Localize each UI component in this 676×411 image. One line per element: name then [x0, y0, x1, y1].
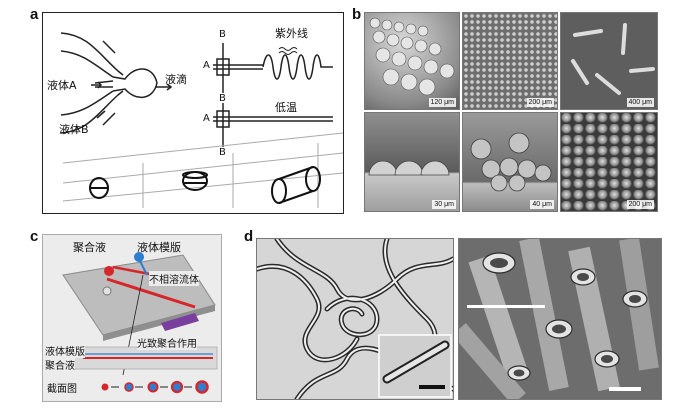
scale-bar-2: 200 μm: [526, 98, 554, 107]
droplet-label: 液滴: [165, 73, 187, 86]
liquid-template-label: 液体模版: [137, 241, 181, 254]
panel-d-label: d: [244, 228, 254, 245]
cross-section-label: 截面图: [47, 384, 77, 395]
axis-b-bottom-2: B: [219, 147, 226, 158]
sem-hexagonal-array: 200 μm: [462, 12, 558, 110]
axis-a-top: A: [203, 60, 210, 71]
axis-a-bottom: A: [203, 113, 210, 124]
panel-c-device: [46, 252, 218, 394]
tube-bundle: [459, 239, 659, 399]
panel-a-label: a: [30, 6, 39, 23]
panel-a-schematic: [60, 32, 343, 208]
liquid-a-label: 液体A: [47, 79, 77, 92]
sem-rods-shapes: [571, 23, 655, 95]
scale-bar-3: 400 μm: [626, 98, 654, 107]
fiber-loops: [257, 239, 453, 399]
micrograph-tangled-fibers: [256, 238, 454, 400]
panel-b-label: b: [352, 6, 362, 23]
sem-hemispheres: 30 μm: [364, 112, 460, 212]
sem-spheres-1: [369, 17, 455, 96]
immiscible-fluid-label: 不相溶流体: [149, 271, 199, 286]
axis-b-top-1: B: [219, 29, 226, 40]
scale-bar-5: 40 μm: [530, 200, 554, 209]
panel-b: 120 μm 200 μm 400 μm 30 μm: [364, 12, 658, 212]
liquid-b-label: 液体B: [59, 123, 89, 136]
sem-cluster-shapes: [470, 132, 552, 192]
polymer-liquid-label-2: 聚合液: [45, 357, 75, 372]
panel-a: 液体A 液体B 液滴 紫外线 低温 A B B A B B: [42, 12, 344, 214]
panel-c-label: c: [30, 228, 39, 245]
panel-c: 聚合液 液体模版 不相溶流体 光致聚合作用 液体模版 聚合液 截面图: [42, 234, 222, 402]
scale-bar-4: 30 μm: [432, 200, 456, 209]
scale-bar-1: 120 μm: [428, 98, 456, 107]
low-temp-label: 低温: [275, 101, 297, 114]
uv-label: 紫外线: [275, 27, 308, 40]
axis-b-bottom-1: B: [219, 93, 226, 104]
sem-hollow-tubes: [458, 238, 662, 400]
sem-hemispheres-shapes: [368, 160, 450, 176]
liquid-template-label-2: 液体模版: [45, 343, 85, 358]
panel-d: [256, 238, 662, 400]
sem-sphere-cluster: 40 μm: [462, 112, 558, 212]
sem-rods: 400 μm: [560, 12, 658, 110]
photopolymerization-label: 光致聚合作用: [137, 335, 197, 350]
sem-microspheres-tilted: 120 μm: [364, 12, 460, 110]
sem-packed-spheres: 200 μm: [560, 112, 658, 212]
scale-bar-6: 200 μm: [626, 200, 654, 209]
polymer-liquid-label: 聚合液: [73, 241, 106, 254]
